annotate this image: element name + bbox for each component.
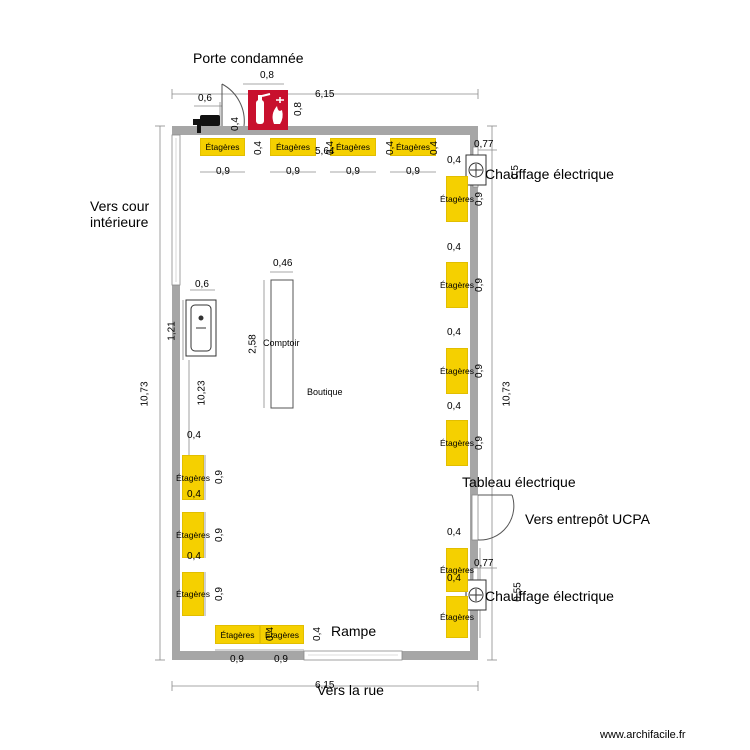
shelf-top-1: Étagères [200, 138, 245, 156]
shelf-right-6: Étagères [440, 596, 474, 638]
shelf-bottom-1: Étagères [215, 625, 260, 644]
dim-shelf-right-depth-4: 0,4 [447, 401, 461, 412]
watermark: www.archifacile.fr [600, 729, 686, 741]
label-comptoir: Comptoir [263, 338, 300, 348]
shelf-right-5: Étagères [440, 548, 474, 592]
dim-shelf-top-depth-3: 0,4 [384, 141, 396, 155]
dim-shelf-right-depth-6: 0,4 [447, 573, 461, 584]
dim-shelf-top-3: 0,9 [346, 166, 360, 177]
dim-shelf-right-4: 0,9 [473, 436, 485, 450]
label-vers-rue: Vers la rue [317, 682, 384, 698]
dim-door-depth: 0,8 [292, 102, 304, 116]
dim-shelf-right-depth-1: 0,4 [447, 155, 461, 166]
fire-extinguisher-sign-icon [248, 90, 288, 130]
dim-shelf-bottom-depth-2: 0,4 [264, 627, 276, 641]
shelf-right-4: Étagères [440, 420, 474, 466]
dim-shelf-top-4: 0,9 [406, 166, 420, 177]
dim-inner-height: 10,23 [196, 380, 208, 406]
dim-counter-length: 2,58 [247, 334, 259, 354]
right-door-swing-icon [477, 494, 515, 541]
dim-shelf-right-depth-5: 0,4 [447, 527, 461, 538]
shelf-left-1: Étagères [176, 455, 210, 500]
dim-height-right: 10,73 [501, 381, 513, 407]
label-interieure: intérieure [90, 214, 149, 230]
dim-door-width: 0,8 [260, 70, 274, 81]
dim-shelf-left-2: 0,9 [213, 528, 225, 542]
dim-heater-bottom: 0,77 [474, 558, 494, 569]
shelf-right-2: Étagères [440, 262, 474, 308]
electric-heater-icon [465, 154, 487, 186]
dim-shelf-right-depth-3: 0,4 [447, 327, 461, 338]
dim-shelf-right-1: 0,9 [473, 192, 485, 206]
dim-shelf-right-2: 0,9 [473, 278, 485, 292]
label-porte-condamnee: Porte condamnée [193, 50, 304, 66]
dim-shelf-right-3: 0,9 [473, 364, 485, 378]
dim-shelf-left-depth-1: 0,4 [187, 430, 201, 441]
dim-shelf-left-3: 0,9 [213, 587, 225, 601]
dim-height-left: 10,73 [139, 381, 151, 407]
dim-shelf-bottom-depth: 0,4 [311, 627, 323, 641]
dim-shelf-right-depth-2: 0,4 [447, 242, 461, 253]
dim-shelf-left-1: 0,9 [213, 470, 225, 484]
shelf-top-2: Étagères [270, 138, 316, 156]
shelf-right-1: Étagères [440, 176, 474, 222]
dim-shelf-bottom-1: 0,9 [230, 654, 244, 665]
shelf-top-4: Étagères [390, 138, 436, 156]
shelf-right-3: Étagères [440, 348, 474, 394]
sink-icon [185, 299, 217, 357]
electric-heater-icon-2 [465, 579, 487, 611]
dim-width-bottom: 6,15 [315, 680, 335, 691]
label-vers-entrepot: Vers entrepôt UCPA [525, 511, 651, 527]
dim-shelf-bottom-2: 0,9 [274, 654, 288, 665]
window-lines [175, 138, 398, 656]
label-chauffage-top: Chauffage électrique [485, 166, 614, 182]
dim-heater-depth-bottom: 0,55 [512, 582, 524, 602]
door-swing-icon [221, 83, 245, 127]
label-tableau-electrique: Tableau électrique [462, 474, 576, 490]
dim-shelf-top-depth-4: 0,4 [428, 141, 440, 155]
dim-heater-depth-top: 0,5 [509, 165, 521, 179]
dim-shelf-left-depth-2: 0,4 [187, 489, 201, 500]
counter-outline [270, 279, 294, 409]
dim-inner-width: 5,64 [315, 146, 335, 157]
shelf-left-3: Étagères [176, 572, 210, 616]
dim-sink-width: 0,6 [195, 279, 209, 290]
dim-shelf-left-depth-3: 0,4 [187, 551, 201, 562]
dim-shelf-top-1: 0,9 [216, 166, 230, 177]
dim-counter-width: 0,46 [273, 258, 293, 269]
label-boutique: Boutique [307, 387, 343, 397]
dim-camera-depth: 0,4 [229, 117, 241, 131]
dim-shelf-top-depth-1: 0,4 [252, 141, 264, 155]
shelf-bottom-2: Étagères [260, 625, 304, 644]
dim-camera-offset: 0,6 [198, 93, 212, 104]
dim-width-top: 6,15 [315, 89, 335, 100]
label-vers-cour: Vers cour [90, 198, 150, 214]
dim-heater-top: 0,77 [474, 139, 494, 150]
label-rampe: Rampe [331, 623, 377, 639]
shelf-top-3: Étagères [330, 138, 376, 156]
security-camera-icon [193, 115, 220, 133]
dim-shelf-top-depth-2: 0,4 [324, 141, 336, 155]
dim-sink-length: 1,21 [166, 321, 178, 341]
dim-shelf-top-2: 0,9 [286, 166, 300, 177]
shelf-left-2: Étagères [176, 512, 210, 558]
label-chauffage-bottom: Chauffage électrique [485, 588, 614, 604]
